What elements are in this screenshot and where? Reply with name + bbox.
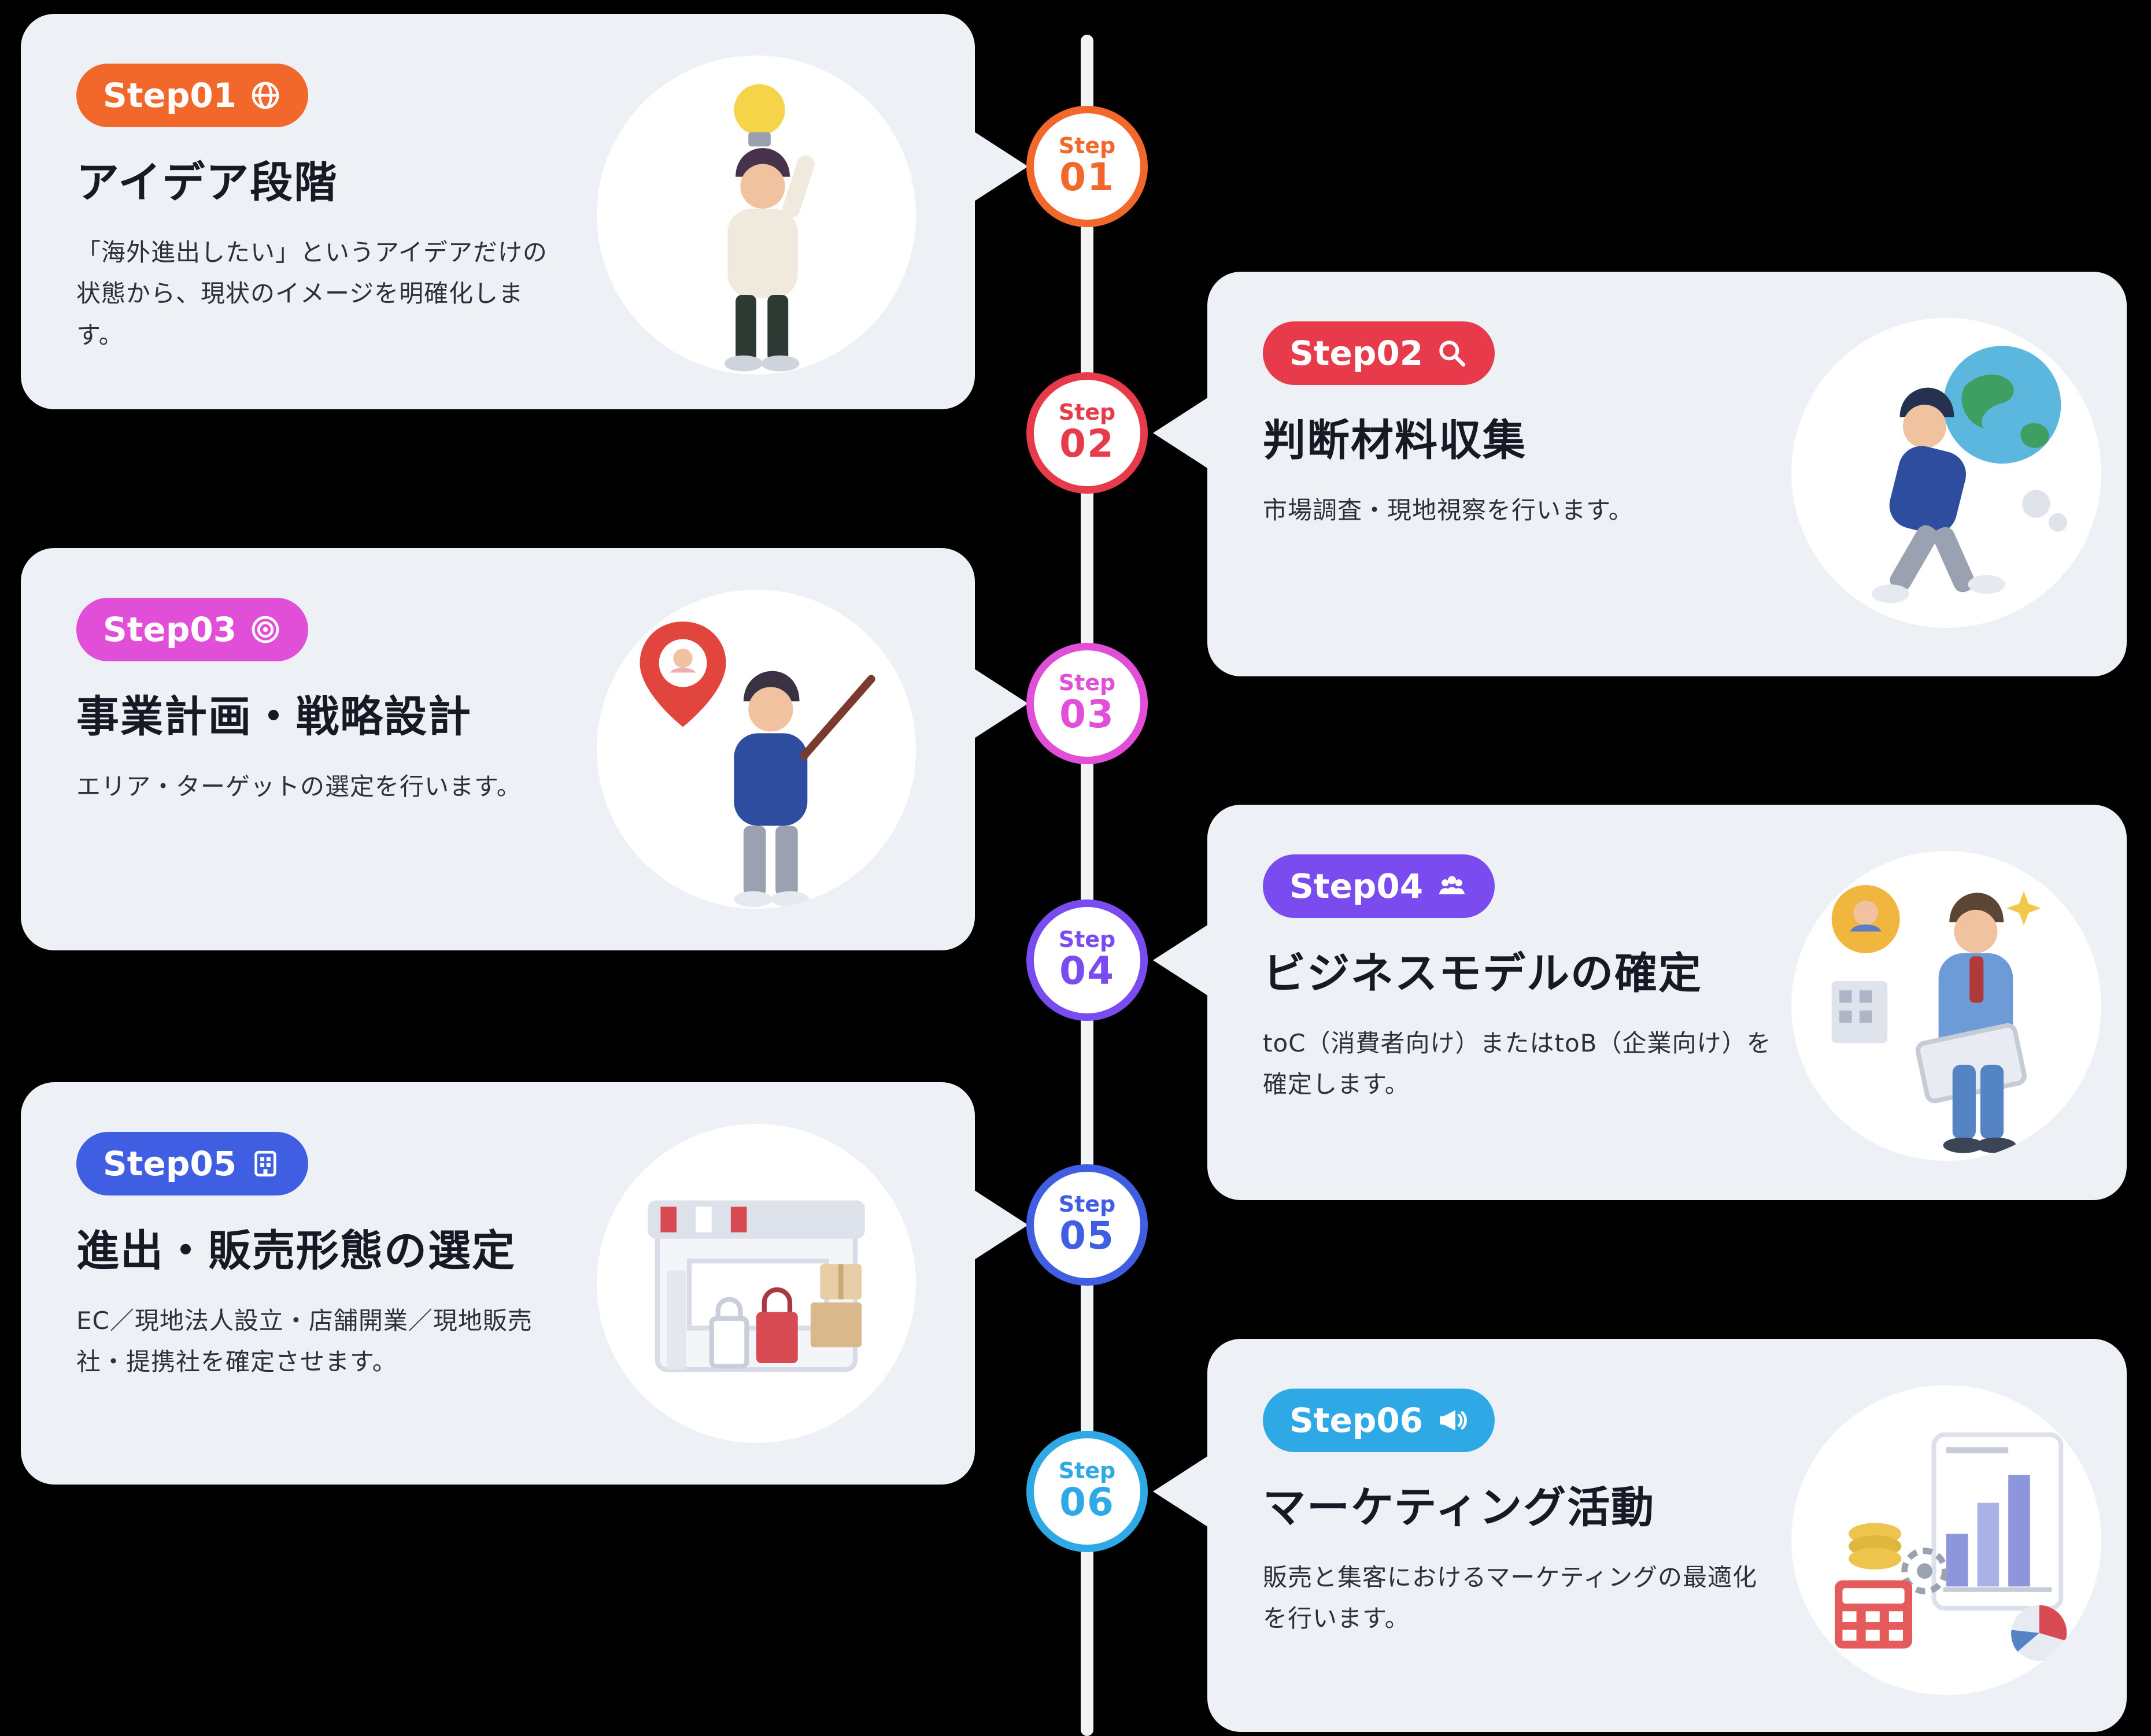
node-step-text: Step: [1058, 1191, 1116, 1217]
illustration-person-with-lightbulb: [597, 55, 916, 375]
step-badge: Step06: [1263, 1389, 1495, 1452]
megaphone-icon: [1440, 1410, 1467, 1431]
node-step-number: 04: [1059, 948, 1115, 993]
illustration-person-running-with-globe: [1791, 318, 2101, 628]
card-pointer: [1153, 924, 1208, 996]
step-badge: Step04: [1263, 854, 1495, 918]
step-badge: Step03: [76, 598, 309, 661]
step-title: ビジネスモデルの確定: [1263, 949, 1702, 998]
step-card: Step02 判断材料収集 市場調査・現地視察を行います。: [1207, 272, 2127, 676]
step-card: Step03 事業計画・戦略設計 エリア・ターゲットの選定を行います。: [21, 548, 975, 950]
step-card: Step06 マーケティング活動 販売と集客におけるマーケティングの最適化を行い…: [1207, 1339, 2127, 1732]
node-step-text: Step: [1058, 926, 1116, 952]
node-step-number: 06: [1059, 1479, 1115, 1524]
step-card: Step04 ビジネスモデルの確定 toC（消費者向け）またはtoB（企業向け）…: [1207, 805, 2127, 1200]
illustration-person-pointing-with-pin: [597, 590, 916, 909]
timeline-node-06: Step 06: [1026, 1431, 1148, 1552]
card-pointer: [973, 131, 1028, 202]
step-card: Step01 アイデア段階 「海外進出したい」というアイデアだけの状態から、現状…: [21, 14, 975, 409]
step-badge-label: Step02: [1289, 334, 1424, 373]
card-pointer: [1153, 1456, 1208, 1527]
step-description: 「海外進出したい」というアイデアだけの状態から、現状のイメージを明確化します。: [76, 238, 548, 349]
timeline-node-04: Step 04: [1026, 900, 1148, 1021]
node-step-number: 05: [1059, 1213, 1115, 1258]
step-card: Step05 進出・販売形態の選定 EC／現地法人設立・店舗開業／現地販売社・提…: [21, 1082, 975, 1485]
illustration-storefront-with-bags: [597, 1124, 916, 1443]
timeline-node-05: Step 05: [1026, 1164, 1148, 1286]
step-description: 市場調査・現地視察を行います。: [1263, 495, 1633, 524]
step-badge: Step02: [1263, 321, 1495, 385]
node-step-number: 03: [1059, 691, 1115, 736]
node-step-number: 02: [1059, 421, 1115, 466]
card-pointer: [973, 1189, 1028, 1261]
node-step-text: Step: [1058, 132, 1116, 158]
step-description: 販売と集客におけるマーケティングの最適化を行います。: [1263, 1563, 1757, 1633]
people-icon: [1439, 876, 1465, 894]
step-badge: Step05: [76, 1132, 309, 1195]
timeline-node-01: Step 01: [1026, 106, 1148, 227]
node-step-number: 01: [1059, 154, 1115, 199]
building-icon: [254, 1150, 276, 1177]
timeline-node-02: Step 02: [1026, 372, 1148, 494]
card-pointer: [1153, 397, 1208, 469]
timeline-node-03: Step 03: [1026, 643, 1148, 764]
step-title: 判断材料収集: [1263, 416, 1527, 465]
step-description: EC／現地法人設立・店舗開業／現地販売社・提携社を確定させます。: [76, 1306, 533, 1376]
card-pointer: [973, 668, 1028, 739]
step-description: toC（消費者向け）またはtoB（企業向け）を確定します。: [1263, 1028, 1772, 1099]
step-badge: Step01: [76, 64, 309, 127]
target-icon: [252, 616, 279, 643]
search-icon: [1439, 340, 1466, 367]
step-title: 事業計画・戦略設計: [76, 692, 472, 742]
step-description: エリア・ターゲットの選定を行います。: [76, 772, 522, 801]
node-step-text: Step: [1058, 399, 1116, 425]
step-title: マーケティング活動: [1263, 1483, 1655, 1533]
step-badge-label: Step01: [103, 76, 237, 115]
illustration-marketing-charts-and-calculator: [1791, 1385, 2101, 1695]
step-badge-label: Step05: [103, 1144, 237, 1183]
step-badge-label: Step03: [103, 610, 237, 649]
globe-icon: [252, 82, 279, 109]
step-badge-label: Step06: [1289, 1401, 1424, 1440]
illustration-businessman-with-laptop: [1791, 851, 2101, 1161]
step-title: 進出・販売形態の選定: [76, 1226, 516, 1276]
node-step-text: Step: [1058, 669, 1116, 695]
node-step-text: Step: [1058, 1457, 1116, 1483]
step-badge-label: Step04: [1289, 867, 1424, 906]
step-title: アイデア段階: [76, 158, 338, 208]
